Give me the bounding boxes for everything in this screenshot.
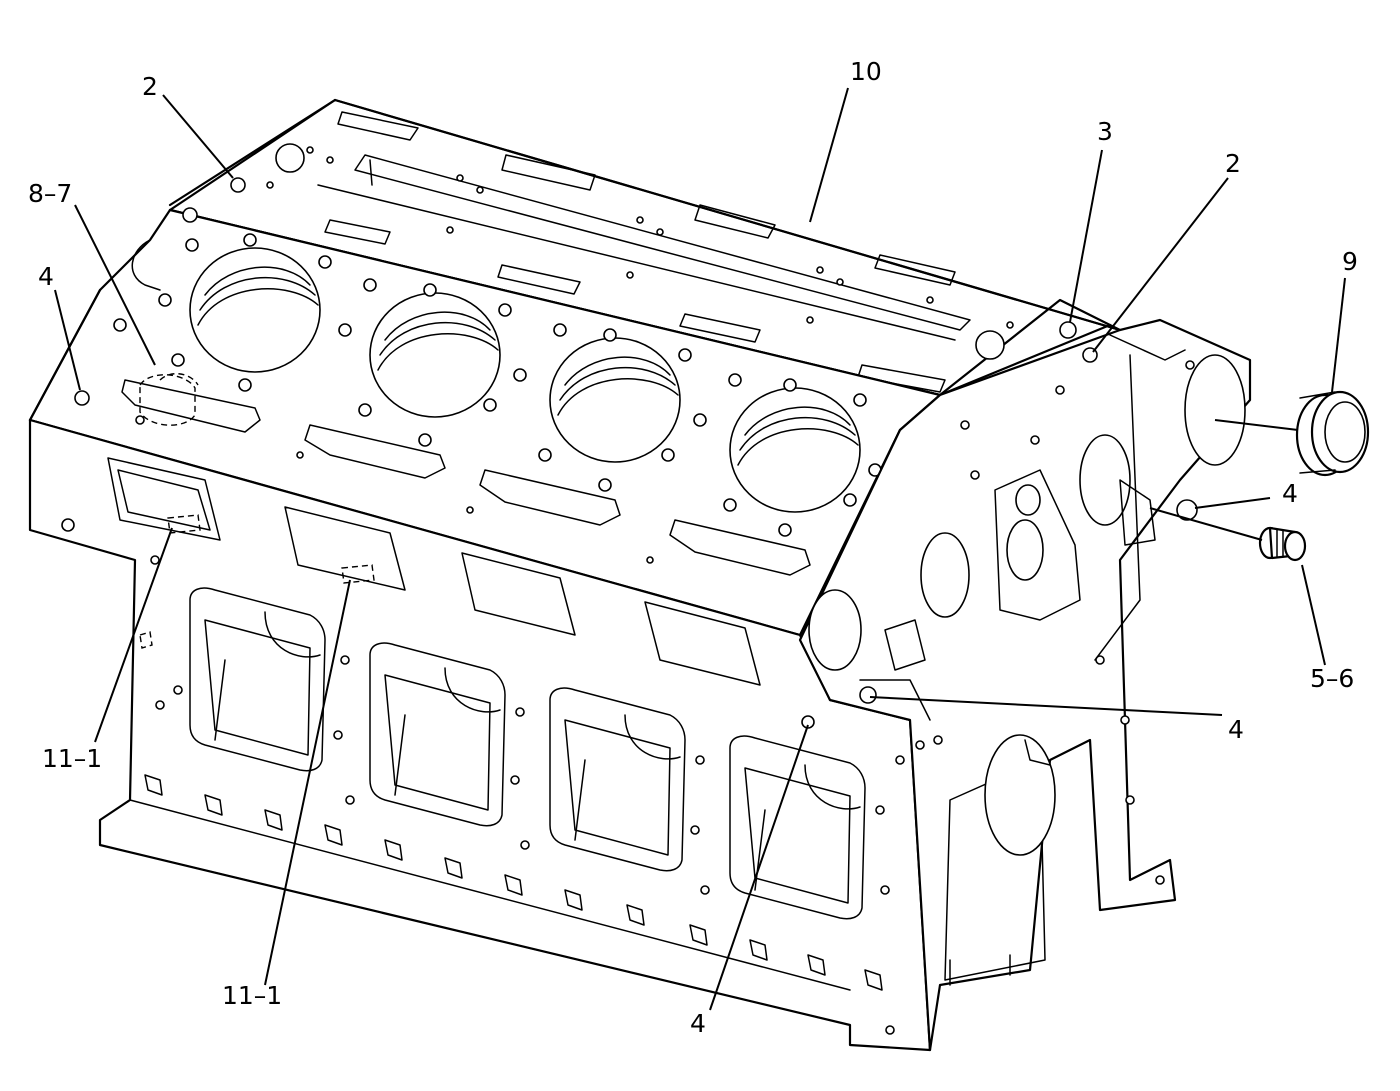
cylinder-bore-1 — [189, 247, 321, 373]
deck-ports — [324, 111, 956, 393]
callout-2-top-left: 2 — [142, 72, 158, 101]
callout-11-1-left: 11–1 — [42, 744, 102, 773]
cylinder-bore-4 — [729, 387, 861, 513]
pan-rail-bolt-tabs — [144, 774, 883, 991]
callout-4-bottom: 4 — [690, 1009, 706, 1038]
crankcase-side-holes — [150, 555, 905, 1035]
callout-11-1-bottom: 11–1 — [222, 981, 282, 1010]
hidden-part-outlines — [139, 373, 375, 649]
callout-4-right-upper: 4 — [1282, 479, 1298, 508]
front-face-details — [808, 334, 1246, 986]
crankcase-bays — [189, 587, 866, 920]
cylinder-bore-3 — [549, 337, 681, 463]
leader-lines — [54, 87, 1346, 1011]
callout-3: 3 — [1097, 117, 1113, 146]
bank-face-holes — [64, 233, 882, 564]
callout-labels: 2 10 3 2 8–7 4 9 4 5–6 4 11–1 11–1 4 — [28, 57, 1358, 1038]
side-inspection-openings — [107, 457, 761, 686]
part-9-cup-plug — [1295, 390, 1370, 477]
deck-bolt-holes — [266, 143, 1014, 360]
cylinder-bore-2 — [369, 292, 501, 418]
callout-9: 9 — [1342, 247, 1358, 276]
part-5-6-plug-with-seal — [1258, 526, 1307, 562]
callout-2-top-right: 2 — [1225, 149, 1241, 178]
callout-8-7: 8–7 — [28, 179, 72, 208]
callout-10: 10 — [850, 57, 882, 86]
cylinder-block — [28, 98, 1252, 1052]
bank-face-slots — [121, 379, 811, 576]
callout-4-left: 4 — [38, 262, 54, 291]
block-plugs — [61, 177, 1198, 729]
callout-4-right-lower: 4 — [1228, 715, 1244, 744]
callout-5-6: 5–6 — [1310, 664, 1354, 693]
